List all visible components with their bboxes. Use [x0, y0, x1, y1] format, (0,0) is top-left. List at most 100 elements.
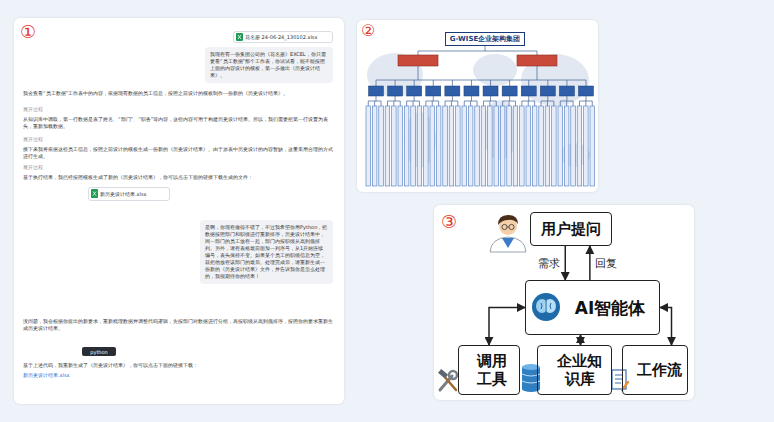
org-box	[388, 86, 403, 96]
tools-icon	[438, 369, 457, 390]
file-chip: 花名册 24-06-24_130102.xlsx	[233, 31, 333, 43]
org-chart	[366, 46, 595, 186]
user-bubble-text: 是啊，你现在做得不错了，不过我希望你用Python，把数据按照部门和职级进行重新…	[205, 224, 328, 280]
avatar-shirt	[502, 238, 514, 248]
org-box	[468, 106, 473, 186]
org-box	[513, 106, 518, 186]
org-box	[379, 106, 384, 186]
org-box	[430, 106, 435, 186]
org-line	[483, 101, 484, 106]
org-line	[451, 101, 452, 106]
org-line	[471, 80, 472, 86]
reply-text: 我会查看“员工数据”工作表中的内容，依据现有数据的员工信息，按照之前设计的模板制…	[23, 90, 333, 97]
org-box	[385, 106, 390, 186]
org-box	[539, 106, 544, 186]
org-line	[586, 80, 587, 86]
agent-box-text: AI智能体	[575, 299, 645, 317]
brain-icon	[532, 293, 560, 321]
file-chip: 新历史设计结果.xlsx	[88, 187, 170, 201]
code-chip: python	[82, 347, 116, 356]
org-box	[521, 86, 536, 96]
org-line	[406, 101, 407, 106]
org-box	[558, 106, 563, 186]
user-bubble: 是啊，你现在做得不错了，不过我希望你用Python，把数据按照部门和职级进行重新…	[200, 220, 333, 284]
org-line	[376, 80, 377, 86]
file-chip-text: 花名册 24-06-24_130102.xlsx	[245, 34, 317, 40]
connector-arrow	[589, 246, 591, 280]
org-line	[395, 80, 396, 86]
connector-arrow	[489, 308, 525, 346]
avatar-hair	[498, 215, 518, 225]
org-box	[443, 106, 448, 186]
org-box	[494, 106, 499, 186]
org-box	[464, 86, 479, 96]
org-line	[419, 101, 420, 106]
org-line	[528, 101, 529, 106]
org-line	[464, 101, 465, 106]
org-line	[464, 96, 477, 101]
org-box	[520, 106, 525, 186]
org-line	[438, 101, 439, 106]
org-line	[541, 96, 554, 101]
org-line	[560, 96, 573, 101]
connector-arrow	[565, 246, 567, 280]
org-line	[393, 101, 394, 106]
callout-number: ③	[441, 212, 457, 232]
process-box: 企业知识库	[537, 345, 612, 395]
hammer-handle	[444, 376, 456, 390]
reply-text: 基于执行结果，我已经按照模板生成了新的《历史设计结果》，你可以点击下面的链接下载…	[23, 174, 333, 181]
org-box	[369, 86, 384, 96]
excel-icon	[236, 33, 243, 41]
callout-number: ②	[361, 22, 375, 40]
avatar-glasses	[507, 227, 509, 228]
org-box	[564, 106, 569, 186]
org-line	[534, 101, 535, 106]
org-box	[398, 55, 438, 66]
org-line	[509, 101, 510, 106]
brain-icon-disc	[532, 293, 560, 321]
org-box	[366, 106, 371, 186]
org-line	[515, 101, 516, 106]
org-box	[488, 106, 493, 186]
org-box	[507, 106, 512, 186]
wrench-head	[449, 371, 457, 379]
process-box-text: 企业知识库	[556, 352, 604, 388]
org-box	[436, 106, 441, 186]
org-line	[566, 101, 567, 106]
org-box	[483, 86, 498, 96]
org-box	[571, 106, 576, 186]
org-line	[521, 101, 522, 106]
connector-arrow	[580, 335, 582, 345]
reply-text: 没问题，我会根据你提出的新要求，重新梳理数据并调整代码逻辑，先按部门对数据进行分…	[23, 318, 333, 332]
user-bubble: 我现在有一份集团公司的《花名册》EXCEL，你只需要看“员工数据”那个工作表，你…	[205, 47, 333, 83]
org-title-box: G-WISE企业架构集团	[445, 32, 525, 46]
org-line	[566, 80, 567, 86]
user-avatar	[490, 215, 526, 252]
org-line	[585, 101, 586, 106]
fold-toggle: 展开过程	[23, 164, 43, 171]
org-box	[445, 86, 460, 96]
org-line	[502, 101, 503, 106]
org-box	[540, 86, 555, 96]
excel-icon-body	[236, 33, 243, 41]
excel-icon-mark	[238, 35, 241, 39]
org-line	[432, 101, 433, 106]
org-line	[400, 101, 401, 106]
process-box-text: 用户提问	[541, 220, 601, 238]
org-line	[387, 101, 388, 106]
org-line	[470, 101, 471, 106]
org-line	[560, 101, 561, 106]
org-box	[532, 106, 537, 186]
org-line	[445, 96, 458, 101]
org-box	[502, 86, 517, 96]
org-box	[517, 55, 557, 66]
org-line	[547, 80, 548, 86]
org-line	[489, 101, 490, 106]
org-box	[462, 106, 467, 186]
org-box	[545, 106, 550, 186]
org-line	[522, 96, 535, 101]
org-line	[433, 80, 434, 86]
org-line	[503, 96, 516, 101]
org-line	[418, 46, 537, 55]
